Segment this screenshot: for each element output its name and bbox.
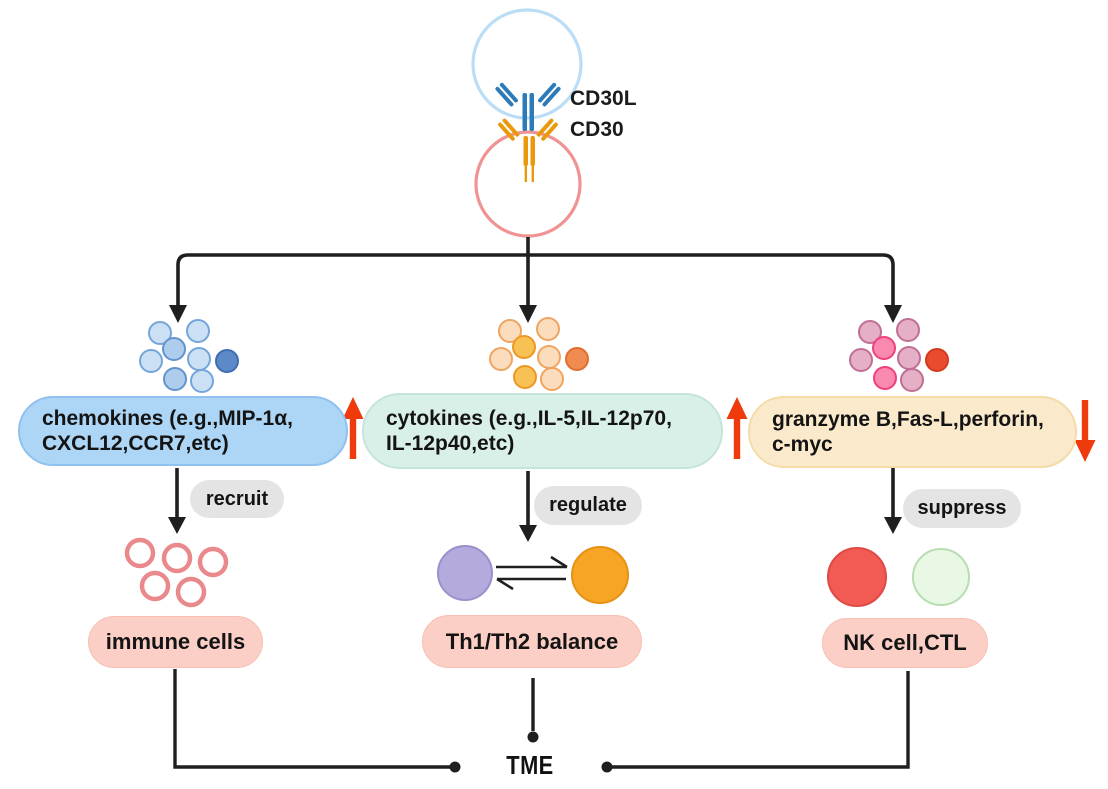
cd30l-label: CD30L [570,87,637,110]
nk-cell-circle [827,547,887,607]
cytokines-pill-line1: cytokines (e.g.,IL-5,IL-12p70, [386,407,672,430]
branch-tree-lines [176,237,895,307]
tme-label: TME [506,750,554,780]
ctl-cell-circle [912,548,970,606]
equilibrium-arrows-icon [496,555,568,591]
suppress-action-pill: suppress [903,489,1021,528]
granzyme-pill-line2: c-myc [772,433,833,456]
granzyme-pill-line1: granzyme B,Fas-L,perforin, [772,408,1044,431]
cytokines-pill: cytokines (e.g.,IL-5,IL-12p70, IL-12p40,… [362,393,723,469]
trend-up-arrow-cytokines [726,397,748,459]
chemokine-dots [139,319,239,393]
trend-up-arrow-chemokines [342,397,364,459]
th1-cell-circle [437,545,493,601]
tme-connector-dots [449,731,613,773]
nk-ctl-pill: NK cell,CTL [822,618,988,668]
immune-cells-pill: immune cells [88,616,263,668]
trend-down-arrow-effectors [1074,400,1096,462]
tme-connectors [173,669,910,769]
cd30l-receptor-icon [495,82,561,131]
effector-dots [849,318,949,392]
immune-cell-rings [124,537,229,608]
chemokines-pill-line2: CXCL12,CCR7,etc) [42,432,229,455]
chemokines-pill-line1: chemokines (e.g.,MIP-1α, [42,407,293,430]
cd30-receptor-icon [498,118,558,182]
cytokines-pill-line2: IL-12p40,etc) [386,432,515,455]
branch-arrowheads [169,305,902,323]
action-arrows [168,468,902,542]
cytokine-dots [489,317,589,391]
th2-cell-circle [571,546,629,604]
recruit-action-pill: recruit [190,480,284,518]
granzyme-pill: granzyme B,Fas-L,perforin, c-myc [748,396,1077,468]
th1-th2-balance-pill: Th1/Th2 balance [422,615,642,668]
bottom-cell [474,130,582,238]
chemokines-pill: chemokines (e.g.,MIP-1α, CXCL12,CCR7,etc… [18,396,348,466]
regulate-action-pill: regulate [534,486,642,525]
cd30-label: CD30 [570,118,624,141]
